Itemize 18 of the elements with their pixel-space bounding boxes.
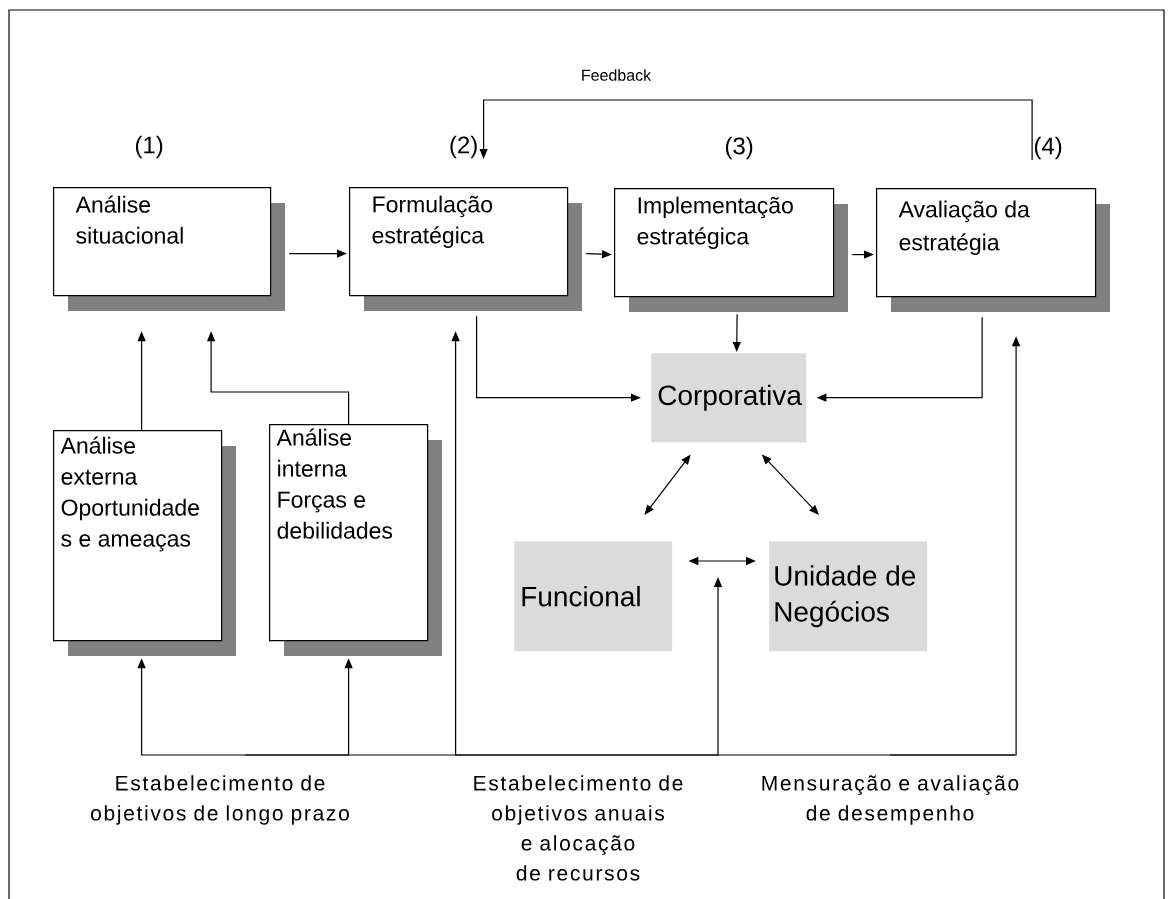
level-box: Corporativa <box>651 353 807 443</box>
edge-label: Feedback <box>579 68 653 82</box>
process-box: Avaliação da estratégia <box>876 188 1110 312</box>
step-number: (1) <box>135 135 163 159</box>
process-box: Análise interna Forças e debilidades <box>269 424 442 656</box>
process-box: Formulação estratégica <box>349 187 582 311</box>
process-box: Implementação estratégica <box>614 188 848 312</box>
step-number: (2) <box>450 135 477 159</box>
step-number: (3) <box>725 136 753 160</box>
step-number: (4) <box>1034 136 1062 160</box>
process-box: Análise situacional <box>53 187 285 311</box>
level-box: Unidade de Negócios <box>769 541 928 652</box>
stage-text: Mensuração e avaliação de desempenho <box>762 775 1019 825</box>
level-box: Funcional <box>514 541 673 652</box>
process-box: Análise externa Oportunidade s e ameaças <box>53 430 236 656</box>
stage-text: Estabelecimento de objetivos anuais e alocação de recursos <box>474 775 683 881</box>
arrow <box>479 99 1033 161</box>
stage-text: Estabelecimento de objetivos de longo prazo <box>91 775 349 825</box>
